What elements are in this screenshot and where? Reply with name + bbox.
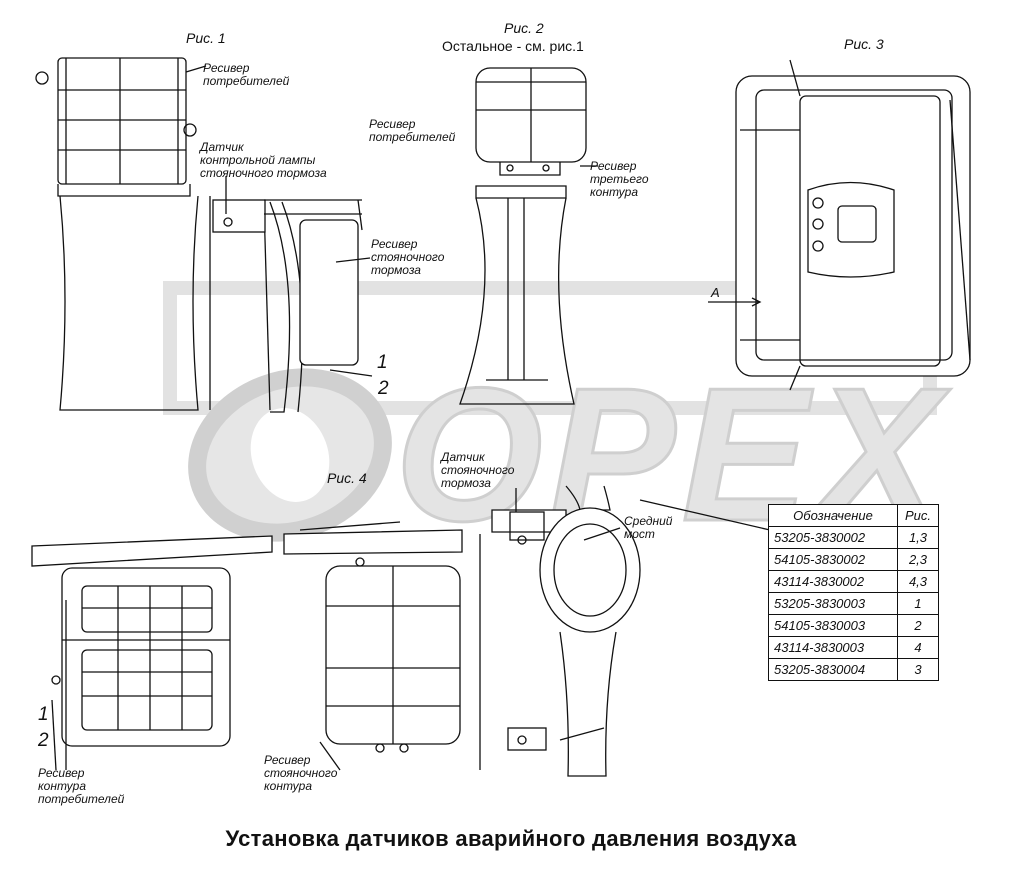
- table-cell-designation: 53205-3830003: [768, 592, 898, 615]
- fig3-drawing: [708, 59, 971, 391]
- page-title: Установка датчиков аварийного давления в…: [225, 826, 797, 851]
- fig4-callout-2: 2: [38, 730, 49, 751]
- fig1-caption: Рис. 1: [186, 30, 226, 46]
- table-cell-figure: 1,3: [897, 526, 939, 549]
- table-cell-designation: 43114-3830002: [768, 570, 898, 593]
- fig4-receiver-consumers-circuit-label: Ресивер контура потребителей: [38, 766, 125, 806]
- table-cell-figure: 3: [897, 658, 939, 681]
- fig2-receiver-consumers-label: Ресивер потребителей: [369, 117, 456, 144]
- table-header-designation: Обозначение: [768, 504, 898, 527]
- fig1-callout-2: 2: [378, 378, 389, 399]
- fig4-sensor-parking-label: Датчик стояночного тормоза: [441, 450, 515, 490]
- table-header-row: Обозначение Рис.: [768, 504, 939, 527]
- fig4-drawing: [31, 485, 771, 777]
- fig4-receiver-parking-circuit-label: Ресивер стояночного контура: [264, 753, 338, 793]
- table-header-figure: Рис.: [897, 504, 939, 527]
- table-cell-designation: 53205-3830002: [768, 526, 898, 549]
- fig3-caption: Рис. 3: [844, 36, 884, 52]
- fig3-view-a-label: A: [711, 285, 720, 300]
- table-cell-designation: 54105-3830002: [768, 548, 898, 571]
- table-cell-designation: 43114-3830003: [768, 636, 898, 659]
- fig1-receiver-consumers-label: Ресивер потребителей: [203, 61, 290, 88]
- table-cell-designation: 54105-3830003: [768, 614, 898, 637]
- table-cell-figure: 2: [897, 614, 939, 637]
- watermark-logo: [163, 281, 937, 542]
- fig2-drawing: [459, 67, 598, 405]
- fig2-caption: Рис. 2: [504, 20, 544, 36]
- fig4-callout-1: 1: [38, 704, 49, 725]
- table-cell-designation: 53205-3830004: [768, 658, 898, 681]
- fig1-callout-1: 1: [377, 352, 388, 373]
- table-cell-figure: 2,3: [897, 548, 939, 571]
- fig1-sensor-lamp-label: Датчик контрольной лампы стояночного тор…: [200, 140, 327, 180]
- table-cell-figure: 1: [897, 592, 939, 615]
- table-cell-figure: 4: [897, 636, 939, 659]
- fig1-receiver-parking-label: Ресивер стояночного тормоза: [371, 237, 445, 277]
- fig4-caption: Рис. 4: [327, 470, 367, 486]
- fig2-receiver-third-label: Ресивер третьего контура: [590, 159, 649, 199]
- table-cell-figure: 4,3: [897, 570, 939, 593]
- fig2-note: Остальное - см. рис.1: [442, 38, 584, 54]
- fig1-drawing: [35, 57, 373, 413]
- fig4-middle-axle-label: Средний мост: [624, 514, 673, 541]
